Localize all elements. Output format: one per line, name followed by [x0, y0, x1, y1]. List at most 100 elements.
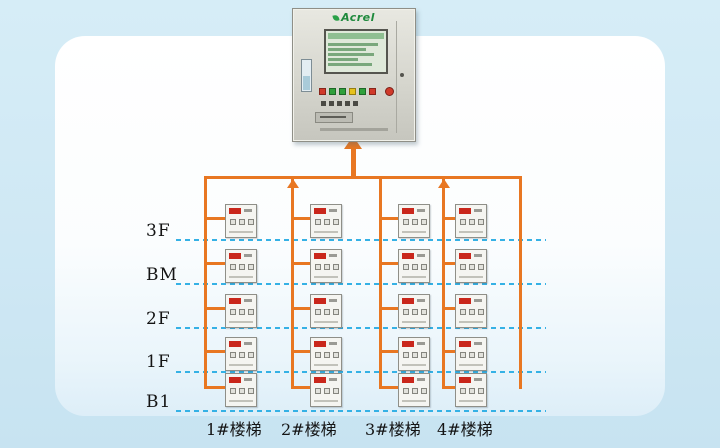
screen-text-line	[328, 58, 358, 61]
keypad-key	[329, 101, 334, 106]
device-terminal	[403, 309, 409, 315]
status-monitor-device	[455, 204, 487, 238]
indicator-light-icon	[329, 88, 336, 95]
status-monitor-device	[310, 373, 342, 407]
bus-line	[204, 176, 522, 179]
device-terminal	[469, 264, 475, 270]
device-terminal	[239, 219, 245, 225]
device-terminal	[324, 264, 330, 270]
device-code-mark	[244, 209, 252, 212]
floor-label-b1: B1	[146, 392, 172, 412]
device-code-mark	[417, 342, 425, 345]
device-base-line	[459, 231, 483, 233]
device-terminal	[460, 388, 466, 394]
device-tag	[229, 377, 241, 383]
stair-label-2: 2#楼梯	[281, 420, 337, 439]
device-branch-line	[381, 386, 398, 389]
floor-divider-line	[176, 239, 546, 241]
gauge-fill	[303, 76, 310, 90]
device-terminal	[248, 264, 254, 270]
device-base-line	[314, 231, 338, 233]
device-terminal	[230, 309, 236, 315]
keypad-key	[321, 101, 326, 106]
device-terminal	[421, 309, 427, 315]
status-monitor-device	[455, 337, 487, 371]
device-base-line	[229, 400, 253, 402]
brand-leaf-icon	[332, 14, 340, 22]
riser-line	[291, 176, 294, 389]
device-tag	[402, 298, 414, 304]
status-monitor-device	[225, 294, 257, 328]
device-branch-line	[381, 217, 398, 220]
device-base-line	[314, 276, 338, 278]
level-gauge	[301, 59, 312, 92]
device-code-mark	[474, 254, 482, 257]
device-terminal	[478, 219, 484, 225]
device-terminal	[230, 352, 236, 358]
device-base-line	[402, 276, 426, 278]
device-terminal	[421, 388, 427, 394]
floor-divider-line	[176, 327, 546, 329]
status-monitor-device	[398, 294, 430, 328]
cabinet-arrow-shaft	[351, 148, 356, 178]
floor-divider-line	[176, 371, 546, 373]
device-code-mark	[329, 254, 337, 257]
device-base-line	[314, 321, 338, 323]
device-tag	[402, 341, 414, 347]
device-branch-line	[206, 217, 225, 220]
device-branch-line	[381, 307, 398, 310]
screen-text-line	[328, 53, 374, 56]
device-terminal	[239, 264, 245, 270]
indicator-light-icon	[369, 88, 376, 95]
device-code-mark	[244, 378, 252, 381]
stair-label-3: 3#楼梯	[365, 420, 421, 439]
device-base-line	[459, 321, 483, 323]
device-branch-line	[206, 350, 225, 353]
device-terminal	[478, 352, 484, 358]
device-base-line	[402, 400, 426, 402]
indicator-light-icon	[339, 88, 346, 95]
device-branch-line	[293, 350, 310, 353]
device-tag	[314, 298, 326, 304]
device-terminal	[421, 264, 427, 270]
device-branch-line	[444, 217, 455, 220]
device-terminal	[333, 309, 339, 315]
device-code-mark	[244, 342, 252, 345]
status-monitor-device	[225, 337, 257, 371]
device-branch-line	[381, 350, 398, 353]
status-monitor-device	[398, 204, 430, 238]
device-base-line	[402, 231, 426, 233]
keypad-key	[345, 101, 350, 106]
device-terminal	[403, 352, 409, 358]
keypad-buttons	[321, 101, 358, 106]
status-monitor-device	[310, 337, 342, 371]
lcd-screen	[324, 29, 388, 74]
power-button-icon	[385, 87, 394, 96]
device-branch-line	[381, 262, 398, 265]
device-terminal	[230, 219, 236, 225]
device-branch-line	[206, 307, 225, 310]
device-terminal	[403, 388, 409, 394]
device-terminal	[239, 388, 245, 394]
device-branch-line	[206, 386, 225, 389]
device-code-mark	[474, 299, 482, 302]
device-base-line	[459, 400, 483, 402]
device-terminal	[412, 388, 418, 394]
device-terminal	[333, 219, 339, 225]
device-tag	[402, 208, 414, 214]
keypad-key	[337, 101, 342, 106]
device-branch-line	[293, 307, 310, 310]
device-tag	[459, 253, 471, 259]
device-tag	[229, 253, 241, 259]
device-terminal	[478, 264, 484, 270]
device-tag	[402, 377, 414, 383]
device-terminal	[478, 309, 484, 315]
device-terminal	[315, 352, 321, 358]
device-branch-line	[444, 386, 455, 389]
device-tag	[459, 341, 471, 347]
indicator-light-icon	[319, 88, 326, 95]
status-monitor-device	[455, 249, 487, 283]
indicator-lights	[319, 88, 376, 95]
